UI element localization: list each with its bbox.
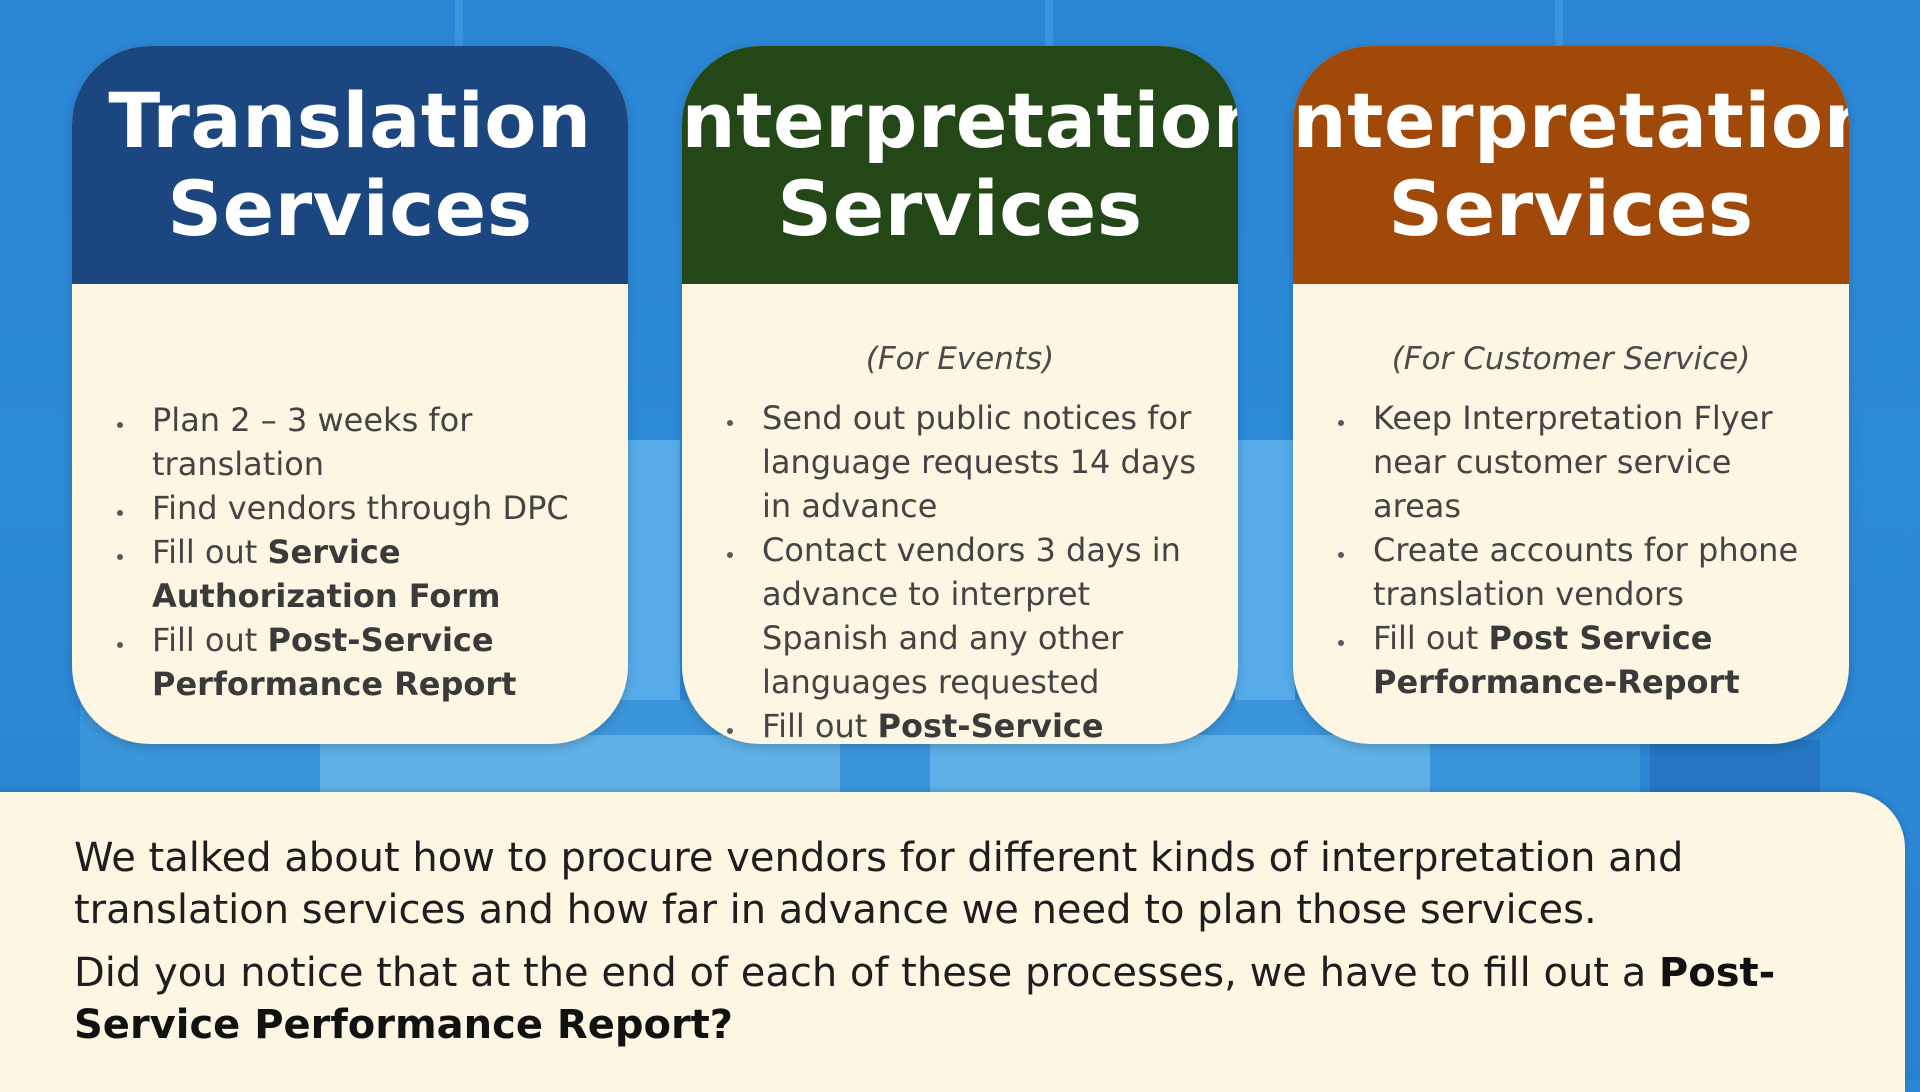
card-interpretation-events: Interpretation Services (For Events) Sen… (682, 46, 1238, 744)
list-item: Contact vendors 3 days in advance to int… (746, 528, 1208, 704)
card-interpretation-customer-service: Interpretation Services (For Customer Se… (1293, 46, 1849, 744)
list-item: Fill out Post-Service Performance Report (746, 704, 1208, 744)
card-title: Interpretation (1293, 76, 1849, 165)
card-header: Translation Services (72, 46, 628, 284)
summary-text: We talked about how to procure vendors f… (74, 835, 1684, 933)
card-header: Interpretation Services (1293, 46, 1849, 284)
card-title: Services (167, 164, 533, 253)
list-item: Keep Interpretation Flyer near customer … (1357, 396, 1819, 528)
summary-question: Did you notice that at the end of each o… (74, 950, 1776, 1048)
list-item: Plan 2 – 3 weeks for translation (136, 398, 598, 486)
card-header: Interpretation Services (682, 46, 1238, 284)
card-title: Translation (108, 76, 592, 165)
list-item: Create accounts for phone translation ve… (1357, 528, 1819, 616)
bullet-list: Send out public notices for language req… (726, 396, 1208, 744)
card-title: Interpretation (682, 76, 1238, 165)
list-item: Fill out Service Authorization Form (136, 530, 598, 618)
bullet-list: Keep Interpretation Flyer near customer … (1337, 396, 1819, 704)
summary-panel: We talked about how to procure vendors f… (0, 792, 1905, 1092)
list-item: Send out public notices for language req… (746, 396, 1208, 528)
list-item: Fill out Post-Service Performance Report (136, 618, 598, 706)
card-subtitle: (For Events) (865, 341, 1055, 377)
card-translation-services: Translation Services Plan 2 – 3 weeks fo… (72, 46, 628, 744)
card-title: Services (777, 164, 1143, 253)
card-title: Services (1388, 164, 1754, 253)
bullet-list: Plan 2 – 3 weeks for translation Find ve… (116, 398, 598, 706)
list-item: Find vendors through DPC (136, 486, 598, 530)
card-subtitle: (For Customer Service) (1391, 341, 1751, 377)
list-item: Fill out Post Service Performance-Report (1357, 616, 1819, 704)
